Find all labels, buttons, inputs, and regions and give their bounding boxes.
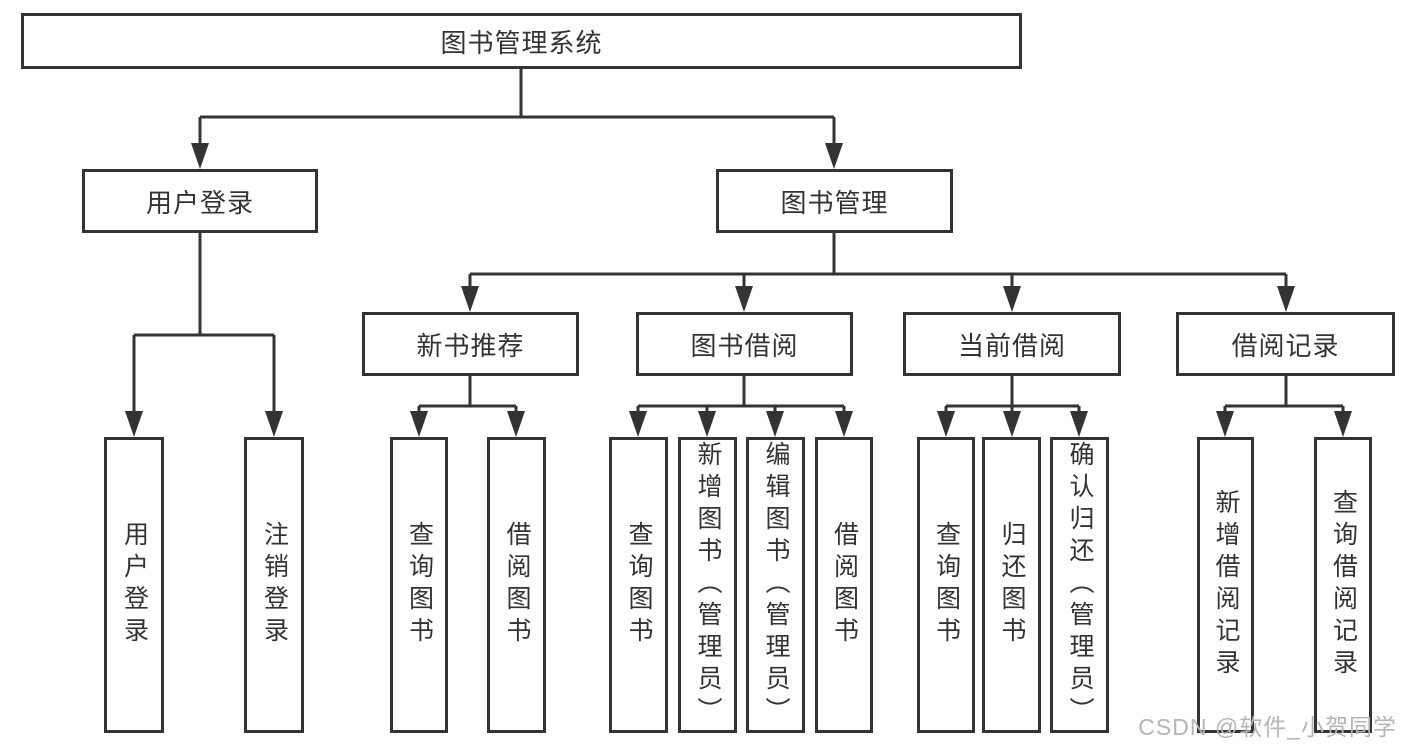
node-label: 确认归还（管理员）	[1066, 441, 1094, 729]
node-book-management: 图书管理	[716, 169, 953, 233]
connector-root-to-level2	[191, 69, 843, 169]
leaf-query-books-borrow: 查询图书	[609, 437, 668, 733]
leaf-confirm-return-admin: 确认归还（管理员）	[1050, 437, 1109, 733]
node-label: 查询图书	[405, 521, 434, 649]
node-label: 注销登录	[260, 521, 289, 649]
leaf-edit-book-admin: 编辑图书（管理员）	[746, 437, 805, 733]
node-root-system: 图书管理系统	[21, 13, 1022, 69]
node-label: 查询图书	[625, 521, 653, 649]
node-label: 编辑图书（管理员）	[762, 441, 790, 729]
leaf-return-books: 归还图书	[982, 437, 1041, 733]
node-label: 借阅图书	[503, 521, 531, 649]
leaf-logout: 注销登录	[244, 437, 304, 733]
leaf-query-books-recommend: 查询图书	[390, 437, 448, 733]
connector-book-mgmt-to-level3	[461, 233, 1295, 312]
csdn-watermark: CSDN @软件_小贺同学	[1138, 714, 1397, 740]
connector-current-borrow-to-leaves	[937, 376, 1088, 437]
node-label: 新增图书（管理员）	[694, 441, 722, 729]
node-new-book-recommend: 新书推荐	[362, 312, 579, 376]
node-label: 用户登录	[120, 521, 149, 649]
node-label: 图书管理系统	[440, 27, 603, 58]
leaf-add-borrow-record: 新增借阅记录	[1197, 437, 1254, 733]
node-label: 新增借阅记录	[1212, 489, 1240, 681]
connector-book-borrow-to-leaves	[629, 376, 853, 437]
leaf-borrow-books: 借阅图书	[815, 437, 873, 733]
node-label: 查询图书	[932, 521, 961, 649]
leaf-borrow-books-recommend: 借阅图书	[487, 437, 546, 733]
node-book-borrow: 图书借阅	[636, 312, 853, 376]
connector-user-login-to-leaves	[125, 233, 283, 437]
connector-borrow-records-to-leaves	[1216, 376, 1352, 437]
node-user-login-branch: 用户登录	[82, 169, 318, 233]
node-label: 新书推荐	[416, 330, 525, 361]
node-label: 图书管理	[780, 187, 889, 218]
node-label: 当前借阅	[957, 330, 1066, 361]
leaf-add-book-admin: 新增图书（管理员）	[678, 437, 737, 733]
node-borrow-records: 借阅记录	[1176, 312, 1395, 376]
node-label: 用户登录	[145, 187, 254, 218]
node-current-borrow: 当前借阅	[903, 312, 1121, 376]
connector-new-book-to-leaves	[410, 376, 525, 437]
node-label: 查询借阅记录	[1329, 489, 1358, 681]
node-label: 归还图书	[998, 521, 1026, 649]
leaf-query-borrow-record: 查询借阅记录	[1314, 437, 1372, 733]
node-label: 图书借阅	[690, 330, 799, 361]
node-label: 借阅图书	[830, 521, 859, 649]
leaf-query-books-current: 查询图书	[917, 437, 975, 733]
node-label: 借阅记录	[1231, 330, 1340, 361]
leaf-user-login: 用户登录	[104, 437, 164, 733]
